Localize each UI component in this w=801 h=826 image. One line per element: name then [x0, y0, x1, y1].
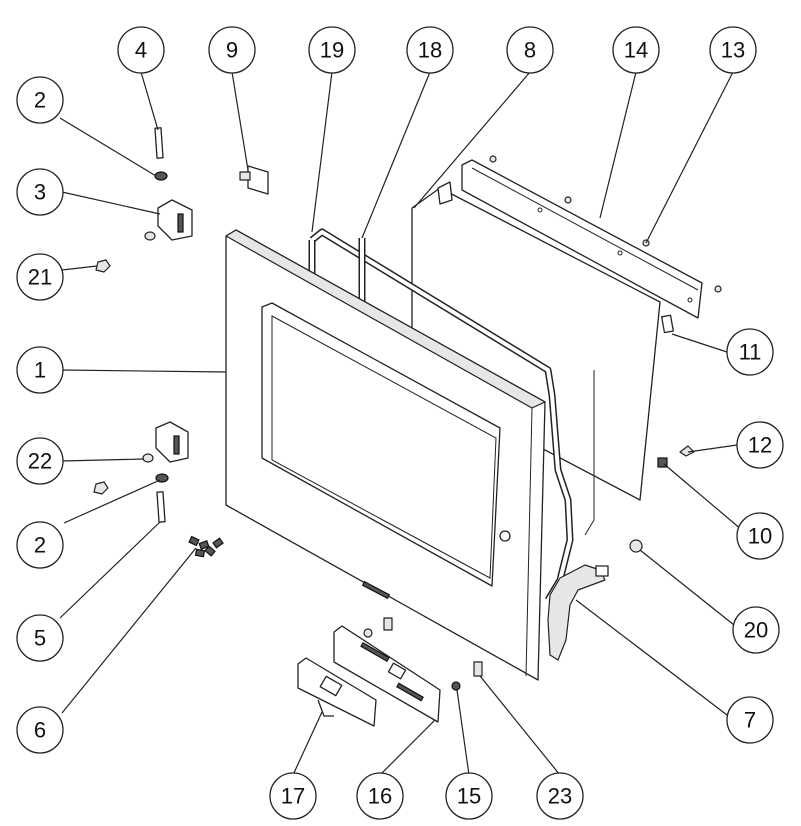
callout: 2 [16, 521, 64, 569]
door-bottom-slot [361, 580, 391, 600]
parts-drawing [93, 127, 722, 727]
callout-label: 9 [226, 38, 238, 63]
callout-label: 14 [624, 38, 648, 63]
callout: 2 [16, 76, 64, 124]
callout: 5 [16, 614, 64, 662]
callout: 15 [445, 772, 493, 820]
callout-label: 23 [548, 784, 572, 809]
callout-label: 16 [368, 784, 392, 809]
strip-hole [537, 207, 543, 213]
door-screw-hole [499, 530, 511, 542]
hinge-bottom-washer [142, 453, 154, 463]
callout-label: 3 [34, 180, 46, 205]
hinge-top-washer [144, 231, 156, 241]
callout-label: 18 [418, 38, 442, 63]
callout: 10 [736, 512, 784, 560]
callout: 1 [16, 346, 64, 394]
small-clip [679, 445, 695, 457]
hinge-bottom [155, 421, 189, 463]
callout-label: 17 [281, 784, 305, 809]
bracket [247, 165, 269, 195]
inner-glass-panel-tab [437, 181, 453, 205]
callout-label: 7 [744, 708, 756, 733]
callout: 3 [16, 168, 64, 216]
lower-bracket-window [319, 675, 343, 697]
callout-label: 10 [748, 524, 772, 549]
callout: 21 [16, 253, 64, 301]
callout: 8 [506, 26, 554, 74]
callout: 4 [117, 26, 165, 74]
callout: 11 [726, 328, 774, 376]
nut-top [95, 259, 111, 273]
plate-window [387, 662, 407, 680]
callout-label: 4 [135, 38, 147, 63]
callout-label: 5 [34, 626, 46, 651]
callout-label: 2 [34, 533, 46, 558]
leader-lines [59, 71, 743, 776]
callout-label: 12 [748, 433, 772, 458]
top-strip-edge [471, 167, 699, 291]
nut-bottom [93, 481, 109, 495]
strip-hole [617, 250, 623, 256]
lower-bracket-plate [333, 625, 441, 723]
small-washer [451, 681, 461, 691]
callout-label: 11 [739, 340, 762, 365]
screw [564, 196, 572, 204]
callout: 20 [732, 606, 780, 654]
clip [661, 314, 674, 334]
callout: 17 [269, 772, 317, 820]
callout-label: 19 [320, 38, 344, 63]
callout: 7 [726, 696, 774, 744]
door-window-inner [271, 315, 497, 579]
plate-bolt [383, 617, 393, 631]
callout: 9 [208, 26, 256, 74]
top-strip [461, 159, 703, 319]
plate-slot [360, 641, 390, 663]
bracket-stem [239, 171, 251, 181]
hinge-top-slot [177, 213, 184, 233]
screw [489, 155, 497, 163]
callout-label: 8 [524, 38, 536, 63]
knob [629, 539, 643, 553]
callout-label: 13 [721, 38, 745, 63]
callout-label: 1 [34, 358, 46, 383]
strip-hole [687, 297, 693, 303]
callout: 12 [736, 421, 784, 469]
plate-slot [396, 682, 424, 702]
callout-label: 21 [28, 265, 52, 290]
inner-gasket-right [584, 370, 595, 536]
callout-label: 2 [34, 88, 46, 113]
callout: 16 [356, 772, 404, 820]
door-frame-edge [525, 407, 533, 677]
callout-balloons: 4 9 19 18 8 14 13 2 3 21 11 1 12 22 10 2… [16, 26, 784, 820]
callout-label: 22 [28, 449, 52, 474]
hinge-top [157, 199, 193, 241]
callout: 23 [536, 772, 584, 820]
small-bolt [473, 661, 483, 677]
callout: 13 [709, 26, 757, 74]
hinge-pin-top [154, 127, 164, 159]
callout-label: 20 [744, 618, 768, 643]
door-frame-top-face [225, 229, 546, 409]
callout: 6 [16, 706, 64, 754]
callout-label: 15 [457, 784, 481, 809]
callout: 22 [16, 437, 64, 485]
callout: 19 [308, 26, 356, 74]
callout: 18 [406, 26, 454, 74]
screw-set [188, 535, 224, 558]
plate-screw [363, 628, 373, 638]
callout: 14 [612, 26, 660, 74]
hinge-pin-bottom [156, 491, 166, 523]
screw [714, 285, 722, 293]
hinge-bottom-slot [173, 435, 180, 455]
lower-bracket-tab [317, 699, 334, 717]
door-gasket-back-inner [310, 230, 572, 602]
washer-top [154, 171, 168, 181]
square-nut [657, 457, 668, 468]
latch-tab [595, 565, 609, 577]
callout-label: 6 [34, 718, 46, 743]
door-window-opening [261, 302, 501, 587]
